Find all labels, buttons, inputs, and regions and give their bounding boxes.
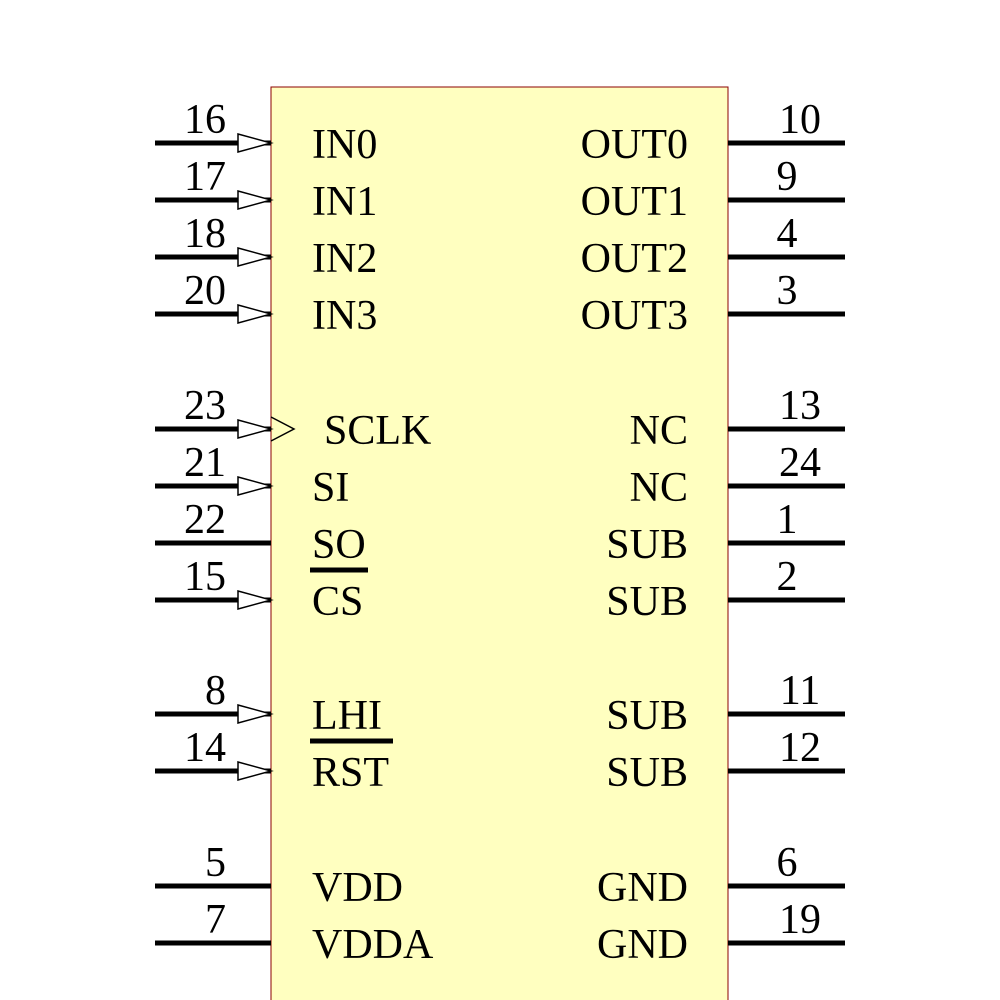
pin-name: RST xyxy=(312,750,389,796)
pin-name: VDDA xyxy=(312,922,434,968)
pin-number: 6 xyxy=(777,840,798,886)
pin-number: 4 xyxy=(777,211,798,257)
pin-number: 18 xyxy=(184,211,226,257)
pin-name: IN2 xyxy=(312,236,377,282)
pin-name: SO xyxy=(312,522,366,568)
input-arrow-icon xyxy=(237,476,274,496)
pin-name: OUT1 xyxy=(581,179,688,225)
input-arrow-icon xyxy=(237,133,274,153)
pin-number: 14 xyxy=(184,725,226,771)
pin-number: 10 xyxy=(779,97,821,143)
pin-number: 8 xyxy=(205,668,226,714)
pin-name: VDD xyxy=(312,865,403,911)
pin-name: IN3 xyxy=(312,293,377,339)
pin-name: NC xyxy=(630,408,688,454)
pin-name: NC xyxy=(630,465,688,511)
pin-name: SUB xyxy=(606,750,688,796)
ic-body xyxy=(270,86,729,1000)
input-arrow-icon xyxy=(237,704,274,724)
pin-number: 24 xyxy=(779,440,821,486)
pin-number: 15 xyxy=(184,554,226,600)
pin-name: OUT2 xyxy=(581,236,688,282)
clock-edge-icon xyxy=(270,416,296,442)
input-arrow-icon xyxy=(237,304,274,324)
pin-number: 7 xyxy=(205,897,226,943)
pin-number: 16 xyxy=(184,97,226,143)
pin-number: 22 xyxy=(184,497,226,543)
pin-name: OUT3 xyxy=(581,293,688,339)
pin-number: 12 xyxy=(779,725,821,771)
input-arrow-icon xyxy=(237,419,274,439)
pin-name: GND xyxy=(597,922,688,968)
pin-number: 11 xyxy=(780,668,820,714)
left-pin-group: 16IN017IN118IN220IN323SCLK21SI22SO15CS8L… xyxy=(155,97,434,968)
pin-name: OUT0 xyxy=(581,122,688,168)
pin-number: 19 xyxy=(779,897,821,943)
pin-name: GND xyxy=(597,865,688,911)
pin-number: 2 xyxy=(777,554,798,600)
pin-number: 21 xyxy=(184,440,226,486)
pin-name: SUB xyxy=(606,693,688,739)
pin-number: 13 xyxy=(779,383,821,429)
pin-name: IN0 xyxy=(312,122,377,168)
pin-name: SCLK xyxy=(324,408,431,454)
pin-name: CS xyxy=(312,579,363,625)
pin-number: 9 xyxy=(777,154,798,200)
pin-name: IN1 xyxy=(312,179,377,225)
pin-name: LHI xyxy=(312,693,382,739)
input-arrow-icon xyxy=(237,590,274,610)
input-arrow-icon xyxy=(237,190,274,210)
pin-name: SI xyxy=(312,465,349,511)
pin-number: 5 xyxy=(205,840,226,886)
pin-number: 1 xyxy=(777,497,798,543)
pin-number: 20 xyxy=(184,268,226,314)
pin-name: SUB xyxy=(606,579,688,625)
right-pin-group: 10OUT09OUT14OUT23OUT313NC24NC1SUB2SUB11S… xyxy=(581,97,845,968)
input-arrow-icon xyxy=(237,247,274,267)
pin-number: 17 xyxy=(184,154,226,200)
pin-number: 3 xyxy=(777,268,798,314)
pin-number: 23 xyxy=(184,383,226,429)
pin-name: SUB xyxy=(606,522,688,568)
input-arrow-icon xyxy=(237,761,274,781)
